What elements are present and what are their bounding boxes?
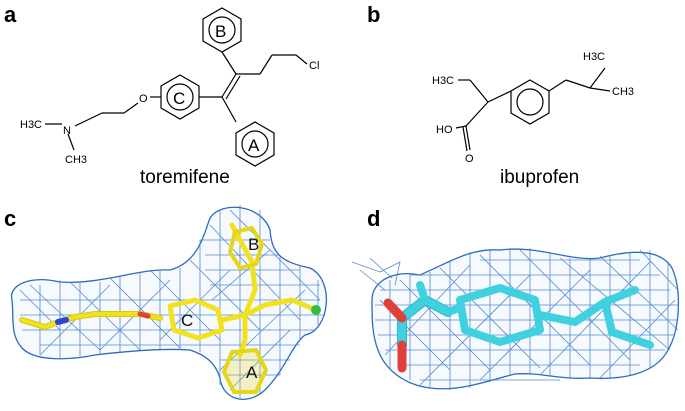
ring-a-3d-label: A (246, 363, 258, 382)
panel-b-label: b (367, 2, 380, 27)
ibuprofen-mesh-wisps (351, 257, 401, 291)
ring-a-label: A (248, 136, 260, 155)
ring-c-3d-label: C (181, 311, 193, 330)
ibuprofen-density-mesh (371, 248, 680, 390)
ring-b-3d-label: B (248, 235, 259, 254)
carbonyl-oxygen-label: O (465, 153, 474, 165)
methyl-label-bottom: CH3 (65, 154, 87, 166)
toremifene-name: toremifene (140, 167, 230, 188)
ibuprofen-name: ibuprofen (500, 167, 579, 188)
panel-a: a B C A (4, 2, 319, 188)
panel-c-label: c (4, 206, 16, 231)
toremifene-bonds (45, 51, 308, 151)
panel-b: b H3C H3C CH3 HO O ibuprofen (367, 2, 634, 188)
ibuprofen-ring (510, 79, 550, 125)
methyl-label-top-right: H3C (583, 51, 605, 63)
ibuprofen-bonds (455, 67, 611, 152)
ring-b: B (202, 7, 242, 53)
ring-c-label: C (173, 89, 185, 108)
ring-c: C (160, 74, 200, 120)
methyl-label-left: H3C (432, 75, 454, 87)
nitrogen-atom-label: N (63, 125, 71, 137)
methyl-label-right: CH3 (612, 86, 634, 98)
panel-d-label: d (367, 206, 380, 231)
chlorine-atom-label: Cl (309, 60, 319, 72)
methyl-label-top: H3C (20, 119, 42, 131)
toremifene-ligand-model (19, 222, 321, 394)
hydroxyl-label: HO (436, 124, 453, 136)
oxygen-atom-label: O (139, 93, 148, 105)
panel-d: d (351, 206, 680, 390)
ibuprofen-mesh-grid (375, 248, 679, 390)
ring-a: A (235, 121, 275, 167)
panel-c: c C B A (4, 205, 328, 400)
ibuprofen-ligand-model (383, 281, 654, 373)
ring-b-label: B (215, 22, 226, 41)
panel-a-label: a (4, 2, 17, 27)
